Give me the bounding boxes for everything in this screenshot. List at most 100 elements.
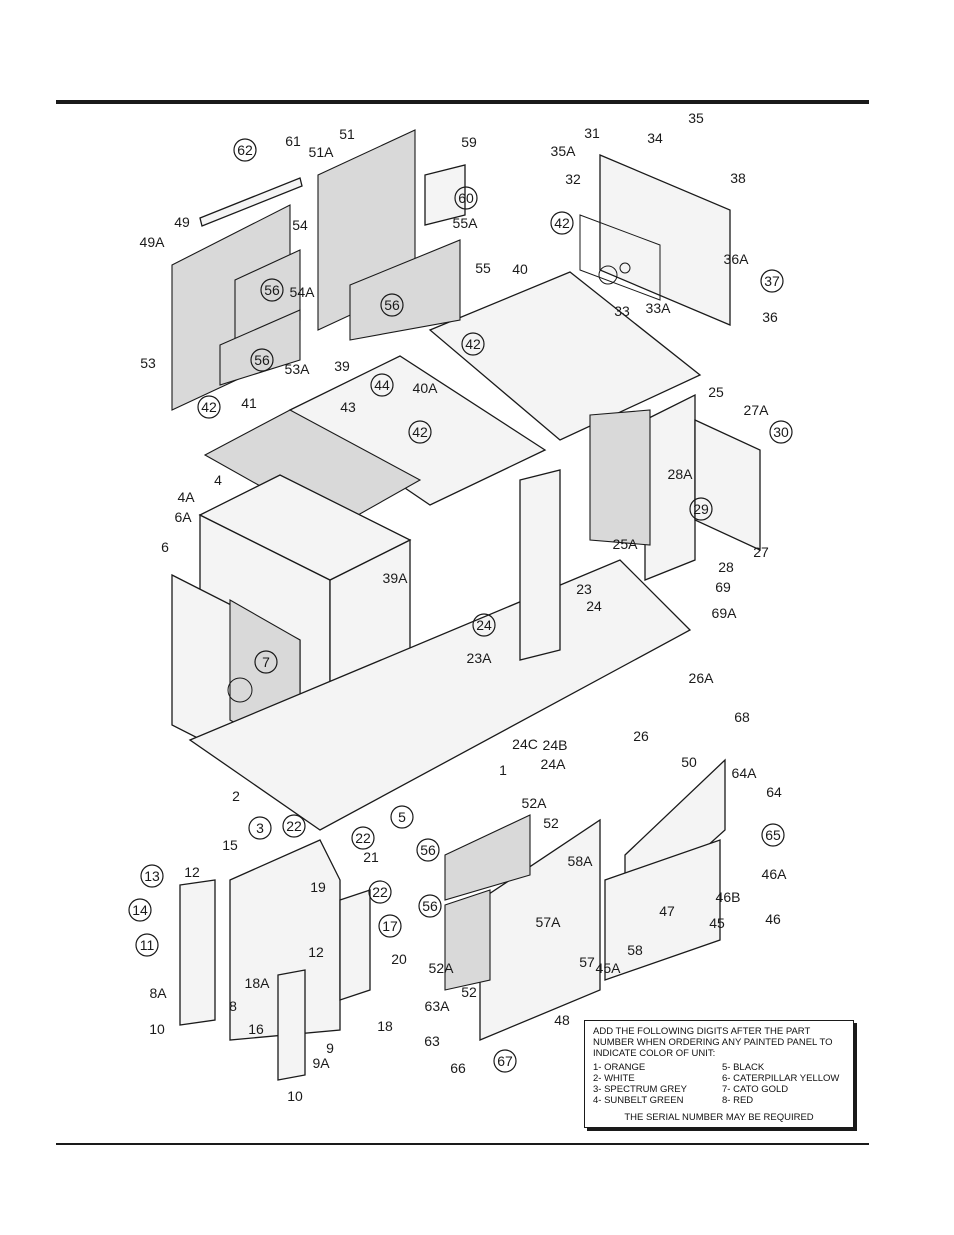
callout-label-34: 34 <box>647 130 663 146</box>
callout-circle <box>416 838 440 862</box>
callout-circle <box>282 814 306 838</box>
callout-label-22: 22 <box>355 830 371 846</box>
callout-circle <box>408 420 432 444</box>
part-shapes <box>171 129 761 1081</box>
base-frame-1 <box>188 559 692 831</box>
callout-label-56: 56 <box>420 842 436 858</box>
post-23a <box>519 469 561 661</box>
callout-circle <box>689 497 713 521</box>
callout-label-42: 42 <box>412 424 428 440</box>
callout-label-67: 67 <box>497 1053 513 1069</box>
callout-label-45a: 45A <box>596 960 622 976</box>
callout-label-57a: 57A <box>536 914 562 930</box>
callout-label-31: 31 <box>584 125 600 141</box>
footer-rule <box>56 1143 869 1145</box>
callout-label-20: 20 <box>391 951 407 967</box>
callout-label-42: 42 <box>201 399 217 415</box>
callout-label-68: 68 <box>734 709 750 725</box>
post-9 <box>277 969 306 1081</box>
callout-circle <box>769 420 793 444</box>
callout-label-29: 29 <box>693 501 709 517</box>
callout-circle <box>761 823 785 847</box>
callout-label-26a: 26A <box>689 670 715 686</box>
callout-circle <box>368 880 392 904</box>
callout-circle <box>493 1049 517 1073</box>
panel-31 <box>599 154 731 326</box>
callout-label-6a: 6A <box>174 509 192 525</box>
block-52 <box>444 814 531 901</box>
callout-label-54a: 54A <box>290 284 316 300</box>
callout-label-36: 36 <box>762 309 778 325</box>
callout-label-41: 41 <box>241 395 257 411</box>
callout-circle <box>250 348 274 372</box>
callout-circle <box>135 933 159 957</box>
callout-circle <box>418 894 442 918</box>
callout-label-10: 10 <box>149 1021 165 1037</box>
callout-label-32: 32 <box>565 171 581 187</box>
callout-label-1: 1 <box>499 762 507 778</box>
block-52a <box>444 889 491 991</box>
callout-label-58: 58 <box>627 942 643 958</box>
callout-label-19: 19 <box>310 879 326 895</box>
callout-label-51: 51 <box>339 126 355 142</box>
callout-label-11: 11 <box>140 937 155 953</box>
callout-label-14: 14 <box>132 902 148 918</box>
callout-label-37: 37 <box>764 273 780 289</box>
callout-label-55: 55 <box>475 260 491 276</box>
color-item: 7- CATO GOLD <box>722 1084 789 1095</box>
callout-label-53a: 53A <box>285 361 311 377</box>
callout-label-64a: 64A <box>732 765 758 781</box>
callout-label-26: 26 <box>633 728 649 744</box>
callout-label-64: 64 <box>766 784 782 800</box>
callout-label-63: 63 <box>424 1033 440 1049</box>
callout-circle <box>472 613 496 637</box>
callout-label-57: 57 <box>579 954 595 970</box>
callout-label-46: 46 <box>765 911 781 927</box>
callout-label-47: 47 <box>659 903 675 919</box>
callout-label-7: 7 <box>262 654 270 670</box>
callout-label-42: 42 <box>465 336 481 352</box>
callout-label-9: 9 <box>326 1040 334 1056</box>
callout-label-49a: 49A <box>140 234 166 250</box>
callout-circle <box>380 293 404 317</box>
callout-label-2: 2 <box>232 788 240 804</box>
callout-label-24c: 24C <box>512 736 538 752</box>
callout-label-23a: 23A <box>467 650 493 666</box>
callout-label-44: 44 <box>374 377 390 393</box>
callout-label-15: 15 <box>222 837 238 853</box>
callout-label-24a: 24A <box>541 756 567 772</box>
callout-circle <box>461 332 485 356</box>
callout-label-12: 12 <box>184 864 200 880</box>
callout-label-8a: 8A <box>149 985 167 1001</box>
callout-label-59: 59 <box>461 134 477 150</box>
callout-label-56: 56 <box>384 297 400 313</box>
color-item: 2- WHITE <box>593 1073 635 1084</box>
callout-label-66: 66 <box>450 1060 466 1076</box>
callout-label-27a: 27A <box>744 402 770 418</box>
callout-label-46a: 46A <box>762 866 788 882</box>
callout-circle <box>550 211 574 235</box>
callout-label-35: 35 <box>688 110 704 126</box>
block-59 <box>424 164 466 226</box>
callout-label-50: 50 <box>681 754 697 770</box>
callout-label-52a: 52A <box>522 795 548 811</box>
callout-label-39a: 39A <box>383 570 409 586</box>
callout-circle <box>260 278 284 302</box>
callout-label-24: 24 <box>476 617 492 633</box>
callout-label-33: 33 <box>614 303 630 319</box>
callout-label-17: 17 <box>382 918 398 934</box>
callout-label-22: 22 <box>372 884 388 900</box>
callout-circle <box>254 650 278 674</box>
callout-label-4a: 4A <box>177 489 195 505</box>
color-item: 8- RED <box>722 1095 754 1106</box>
callout-label-3: 3 <box>256 820 264 836</box>
callout-label-8: 8 <box>229 998 237 1014</box>
callout-label-40a: 40A <box>413 380 439 396</box>
grommet-33a <box>619 262 631 274</box>
callout-label-18a: 18A <box>245 975 271 991</box>
callout-label-28: 28 <box>718 559 734 575</box>
callout-label-61: 61 <box>285 133 301 149</box>
callout-label-49: 49 <box>174 214 190 230</box>
color-item: 3- SPECTRUM GREY <box>593 1084 687 1095</box>
